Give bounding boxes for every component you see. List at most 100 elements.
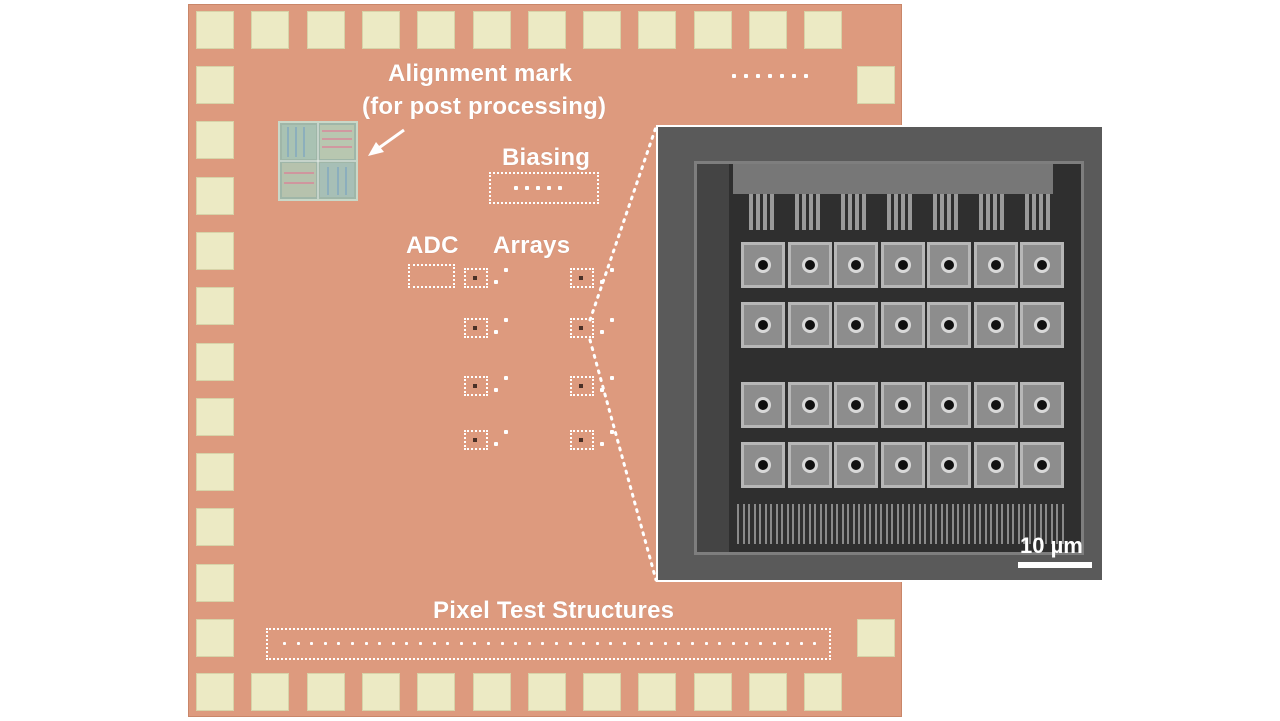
array-region <box>570 268 594 288</box>
bottom-comb-line <box>1050 504 1053 544</box>
bottom-comb-line <box>764 504 767 544</box>
pixel-test-structures-label: Pixel Test Structures <box>433 597 675 624</box>
bond-pad <box>306 11 345 49</box>
bottom-comb-line <box>979 504 981 544</box>
bottom-comb-line <box>808 504 811 544</box>
bottom-comb-line <box>1039 504 1042 544</box>
test-structure-dot <box>636 642 640 645</box>
bottom-comb-line <box>770 504 772 544</box>
comb-line <box>816 194 820 230</box>
bottom-comb-line <box>858 504 860 544</box>
pixel-cell <box>1020 242 1064 288</box>
array-pad-dot <box>610 376 614 380</box>
test-structure-dot <box>691 642 694 645</box>
test-structure-dot <box>283 642 286 645</box>
array-core <box>473 276 477 280</box>
comb-line <box>749 194 753 230</box>
top-pad-dot <box>732 74 736 78</box>
comb-line <box>770 194 774 230</box>
bond-pad <box>196 397 234 436</box>
top-pad-dot <box>804 74 808 78</box>
biasing-pad-dot <box>547 186 551 190</box>
pixel-cell <box>973 302 1018 348</box>
pixel-cell <box>973 442 1018 488</box>
bottom-comb-line <box>885 504 888 544</box>
array-pad-dot <box>494 388 498 392</box>
bottom-comb-line <box>841 504 844 544</box>
bottom-comb-line <box>951 504 954 544</box>
bottom-comb-line <box>781 504 783 544</box>
bottom-comb-line <box>863 504 866 544</box>
pixel-cell <box>741 442 785 488</box>
bond-pad <box>196 673 234 711</box>
pixel-cell <box>787 382 832 428</box>
pixel-cell <box>973 242 1018 288</box>
comb-line <box>756 194 760 230</box>
test-structure-dot <box>623 642 626 645</box>
test-structure-dot <box>650 642 654 645</box>
top-pad-dot <box>756 74 760 78</box>
test-structure-dot <box>555 642 558 645</box>
bottom-comb-line <box>1023 504 1025 544</box>
bond-pad <box>638 11 677 49</box>
bond-pad <box>196 176 234 215</box>
bottom-comb-line <box>836 504 838 544</box>
bond-pad <box>196 11 234 49</box>
array-core <box>579 438 583 442</box>
comb-line <box>887 194 891 230</box>
bond-pad <box>527 11 566 49</box>
comb-line <box>940 194 944 230</box>
test-structure-dot <box>296 642 300 645</box>
pixel-cell <box>787 242 832 288</box>
test-structure-dot <box>731 642 735 645</box>
bottom-comb-line <box>874 504 877 544</box>
test-structure-dot <box>582 642 586 645</box>
array-pad-dot <box>504 376 508 380</box>
sem-sidebar <box>697 164 729 552</box>
bottom-comb-line <box>968 504 970 544</box>
biasing-pad-dot <box>558 186 562 190</box>
adc-label: ADC <box>406 232 459 259</box>
pixel-cell <box>880 382 925 428</box>
pixel-cell <box>927 442 971 488</box>
bond-pad <box>749 673 787 711</box>
bottom-comb-line <box>825 504 827 544</box>
test-structure-dot <box>718 642 722 645</box>
bottom-comb-line <box>753 504 756 544</box>
bottom-comb-line <box>1034 504 1036 544</box>
top-pad-dot <box>744 74 748 78</box>
biasing-pad-dot <box>525 186 529 190</box>
pixel-cell <box>741 242 785 288</box>
bottom-comb-line <box>902 504 904 544</box>
array-pad-dot <box>600 388 604 392</box>
comb-line <box>993 194 997 230</box>
test-structure-dot <box>432 642 436 645</box>
pixel-cell <box>927 302 971 348</box>
pixel-cell <box>880 242 925 288</box>
bottom-comb-line <box>1017 504 1020 544</box>
test-structure-dot <box>609 642 613 645</box>
pixel-cell <box>787 302 832 348</box>
pixel-cell <box>1020 442 1064 488</box>
array-core <box>579 276 583 280</box>
array-pad-dot <box>504 268 508 272</box>
bond-pad <box>857 619 895 657</box>
bond-pad <box>527 673 566 711</box>
bond-pad <box>417 673 456 711</box>
bottom-comb-line <box>786 504 789 544</box>
test-structure-dot <box>446 642 450 645</box>
bottom-comb-line <box>814 504 816 544</box>
bond-pad <box>693 673 732 711</box>
bottom-comb-line <box>1012 504 1014 544</box>
test-structure-dot <box>568 642 572 645</box>
bond-pad <box>196 121 234 160</box>
test-structure-dot <box>391 642 395 645</box>
bond-pad <box>196 508 234 547</box>
test-structure-dot <box>677 642 681 645</box>
alignment-note-label: (for post processing) <box>362 93 607 120</box>
pixel-cell <box>834 242 878 288</box>
arrow-icon <box>368 128 405 156</box>
bond-pad <box>361 673 400 711</box>
comb-line <box>1032 194 1036 230</box>
scale-bar <box>1018 562 1092 568</box>
